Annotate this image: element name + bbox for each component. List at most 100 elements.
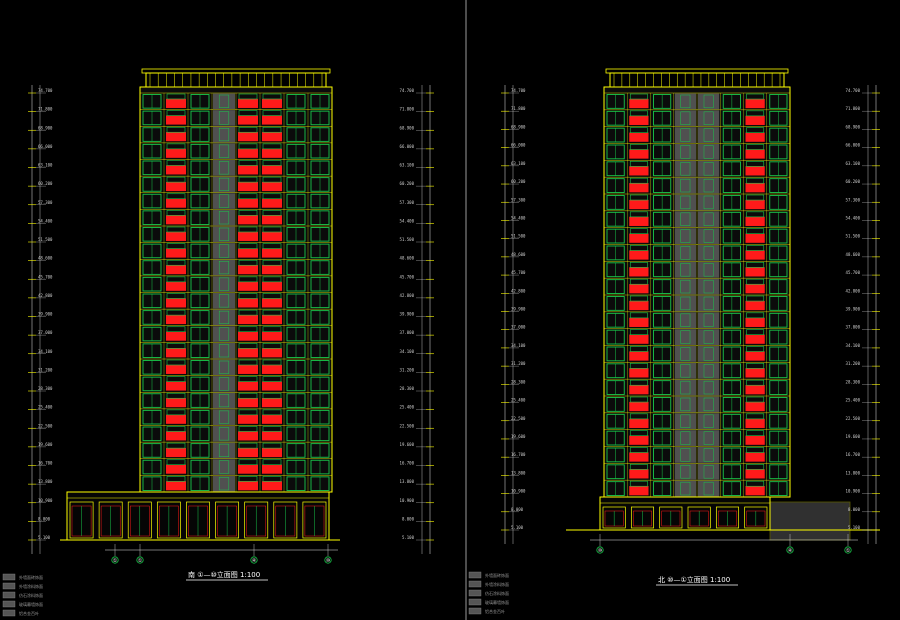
left-core-window <box>218 310 230 324</box>
left-balcony-rail <box>262 314 282 325</box>
left-balcony-window <box>262 426 282 432</box>
right-core-window <box>703 465 714 479</box>
right-core-window <box>703 145 714 159</box>
left-balcony-window <box>262 193 282 200</box>
right-axis-label: ① <box>846 548 851 554</box>
left-balcony-rail <box>238 231 258 241</box>
left-axis-bubble <box>111 556 119 564</box>
right-balcony-rail <box>629 115 649 125</box>
right-l-level-label: 51.500 <box>511 234 526 239</box>
right-balcony-rail <box>629 351 649 361</box>
right-balcony-window <box>629 312 648 319</box>
legend-right-item-swatch <box>468 580 482 588</box>
right-core-window <box>680 313 691 327</box>
right-core-panel <box>698 362 720 379</box>
left-balcony-window <box>262 409 282 416</box>
left-balcony-rail <box>262 331 282 341</box>
left-l-level-label: 54.400 <box>38 218 53 223</box>
legend-left-item-swatch <box>2 591 16 599</box>
right-core-panel <box>698 396 720 413</box>
right-core-window <box>680 279 691 294</box>
left-balcony-rail <box>238 364 258 374</box>
right-core-panel <box>698 346 720 362</box>
left-core-panel <box>213 442 235 459</box>
left-balcony-rail <box>238 98 258 108</box>
legend-right-item-swatch <box>468 607 482 615</box>
right-balcony-window <box>746 211 765 218</box>
left-balcony-window <box>238 276 258 283</box>
right-r-level-label: 10.900 <box>846 489 861 494</box>
right-balcony-rail <box>629 469 649 479</box>
left-balcony-rail <box>262 381 282 391</box>
left-balcony-window <box>262 210 282 216</box>
left-shopfront <box>186 501 210 539</box>
right-core-panel <box>674 211 696 228</box>
left-shopfront <box>244 501 269 539</box>
right-balcony-rail <box>745 166 765 176</box>
right-r-level-label: 68.900 <box>846 124 861 129</box>
right-balcony-rail <box>629 385 649 395</box>
left-balcony-rail <box>166 181 186 192</box>
left-l-level-label: 68.900 <box>38 125 53 130</box>
right-balcony-window <box>746 144 765 150</box>
left-drawing-caption: 南 ①—⑩立面图 1:100 <box>188 570 260 579</box>
right-podium <box>599 496 771 531</box>
right-balcony-rail <box>745 132 765 142</box>
left-r-level-label: 10.900 <box>400 498 415 503</box>
left-l-level-label: 60.200 <box>38 181 53 186</box>
left-core-panel <box>213 342 235 359</box>
right-shopfront <box>659 506 683 529</box>
right-balcony-window <box>746 329 765 336</box>
right-l-level-label: 71.800 <box>511 106 526 111</box>
right-axis-label: ⑩ <box>598 548 603 554</box>
right-core-panel <box>674 480 696 497</box>
left-r-level-label: 51.500 <box>400 237 415 242</box>
left-shopfront <box>156 501 181 539</box>
right-balcony-window <box>629 413 648 420</box>
left-r-level-label: 5.100 <box>402 535 415 540</box>
right-core-window <box>680 145 691 159</box>
left-core-window <box>218 344 230 358</box>
right-l-level-label: 19.600 <box>511 434 526 439</box>
left-balcony-window <box>262 160 282 166</box>
left-balcony-rail <box>166 281 186 291</box>
left-balcony-window <box>262 309 282 316</box>
left-r-level-label: 34.100 <box>400 349 415 354</box>
right-balcony-window <box>746 447 765 453</box>
left-balcony-window <box>238 293 258 299</box>
left-balcony-rail <box>166 381 186 391</box>
left-balcony-rail <box>262 231 282 241</box>
right-core-window <box>680 111 691 125</box>
left-r-level-label: 57.300 <box>400 200 415 205</box>
left-balcony-rail <box>262 165 282 175</box>
right-r-level-label: 57.300 <box>846 197 861 202</box>
right-core-window <box>680 448 691 462</box>
left-balcony-rail <box>238 381 258 391</box>
right-core-panel <box>674 261 696 278</box>
left-balcony-window <box>166 276 186 283</box>
left-balcony-rail <box>262 348 282 358</box>
right-shopfront <box>602 506 626 529</box>
right-core-window <box>680 263 691 277</box>
right-balcony-rail <box>629 401 649 412</box>
left-balcony-window <box>238 442 258 449</box>
left-core-window <box>218 261 230 275</box>
right-core-window <box>703 347 714 361</box>
left-core-panel <box>213 243 235 259</box>
left-balcony-rail <box>166 314 186 325</box>
right-core-panel <box>674 278 696 295</box>
right-core-panel <box>698 312 720 329</box>
left-balcony-window <box>166 326 186 333</box>
right-core-panel <box>698 245 720 261</box>
right-balcony-rail <box>629 250 649 260</box>
legend-left-item-label: 外墙涂料饰面 <box>19 583 43 589</box>
right-l-level-label: 5.100 <box>511 525 524 530</box>
right-balcony-window <box>629 211 648 218</box>
right-balcony-rail <box>745 435 765 445</box>
left-balcony-window <box>166 259 186 266</box>
right-r-level-label: 34.100 <box>846 343 861 348</box>
left-l-level-label: 28.300 <box>38 386 53 391</box>
left-core-panel <box>213 459 235 475</box>
right-balcony-window <box>629 161 648 167</box>
